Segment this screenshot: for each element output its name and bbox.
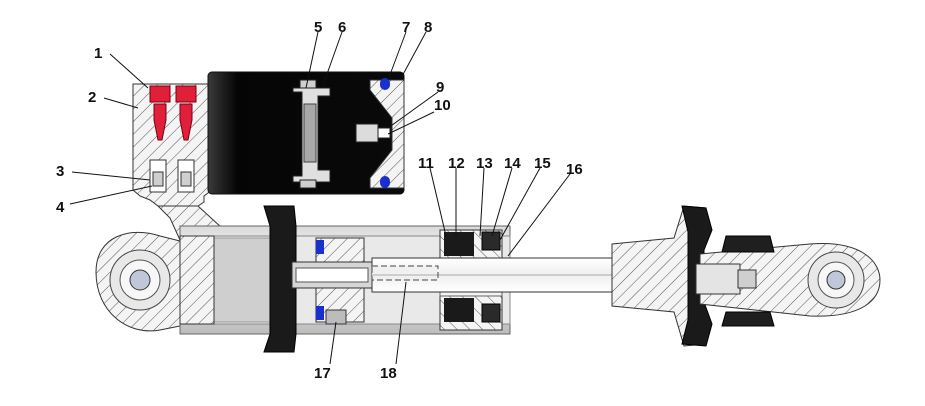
right-eyelet-bushing [826, 270, 846, 290]
seal-head-wiper-top [481, 231, 501, 251]
right-eyelet-nut-bottom [721, 311, 775, 327]
seal-head-top-block [444, 232, 474, 256]
callout-13: 13 [476, 155, 493, 172]
callout-14: 14 [504, 155, 521, 172]
callout-18: 18 [380, 365, 397, 382]
valve-shim-left [152, 171, 164, 187]
adjuster-knob-right [175, 85, 197, 103]
callout-4: 4 [56, 199, 65, 216]
callout-5: 5 [314, 19, 322, 36]
adjuster-knob-left [149, 85, 171, 103]
shaft-bore [371, 265, 439, 281]
seal-head-bottom-block [444, 298, 474, 322]
valve-shim-right [180, 171, 192, 187]
callout-12: 12 [448, 155, 465, 172]
end-cap-seal-bottom [380, 176, 390, 188]
callout-6: 6 [338, 19, 346, 36]
right-eyelet-insert [695, 263, 741, 295]
leader-3 [71, 171, 151, 181]
leader-18 [395, 281, 407, 365]
piston-seal-band-top [316, 240, 324, 254]
spring-perch [263, 205, 297, 353]
callout-9: 9 [436, 79, 444, 96]
callout-16: 16 [566, 161, 583, 178]
leader-8 [399, 31, 427, 81]
right-eyelet-nut-top [721, 235, 775, 253]
reservoir-assembly [132, 71, 405, 207]
leader-13 [479, 167, 485, 237]
left-eyelet [95, 231, 201, 332]
callout-labels: 1 2 3 4 5 6 7 8 9 10 11 12 13 14 15 16 1… [56, 19, 583, 382]
floating-piston-seal-top [299, 79, 317, 89]
piston-assembly [291, 237, 373, 325]
body-left-head [179, 235, 215, 325]
callout-17: 17 [314, 365, 331, 382]
callout-15: 15 [534, 155, 551, 172]
fill-valve-stem [377, 127, 391, 139]
leader-16 [507, 173, 571, 257]
leader-17 [329, 321, 337, 365]
callout-7: 7 [402, 19, 410, 36]
leader-1 [109, 53, 149, 89]
piston-seal-band-bottom [316, 306, 324, 320]
seal-head-wiper-bottom [481, 303, 501, 323]
leader-2 [103, 97, 139, 109]
callout-10: 10 [434, 97, 451, 114]
adjuster-needle-left [153, 103, 167, 141]
leader-14 [491, 167, 513, 237]
right-eyelet [695, 235, 881, 327]
left-eyelet-bushing [129, 269, 151, 291]
callout-1: 1 [94, 45, 102, 62]
end-cap-seal-top [380, 78, 390, 90]
compression-adjusters [149, 85, 197, 141]
floating-piston-seal-bottom [299, 179, 317, 189]
floating-piston-rib [303, 103, 317, 163]
right-eyelet-pin [737, 269, 757, 289]
leader-11 [429, 167, 447, 237]
leader-10 [387, 111, 435, 135]
leader-5 [305, 31, 319, 89]
leader-lines [69, 31, 571, 365]
leader-6 [321, 31, 343, 89]
leader-9 [387, 91, 439, 129]
piston-bolt-core [295, 267, 369, 283]
callout-8: 8 [424, 19, 432, 36]
callout-2: 2 [88, 89, 96, 106]
leader-4 [69, 185, 153, 205]
leader-15 [499, 167, 541, 241]
leader-7 [387, 31, 407, 81]
callout-3: 3 [56, 163, 64, 180]
adjuster-needle-right [179, 103, 193, 141]
piston-nut [325, 309, 347, 325]
callout-11: 11 [418, 155, 434, 172]
fill-valve-body [355, 123, 379, 143]
